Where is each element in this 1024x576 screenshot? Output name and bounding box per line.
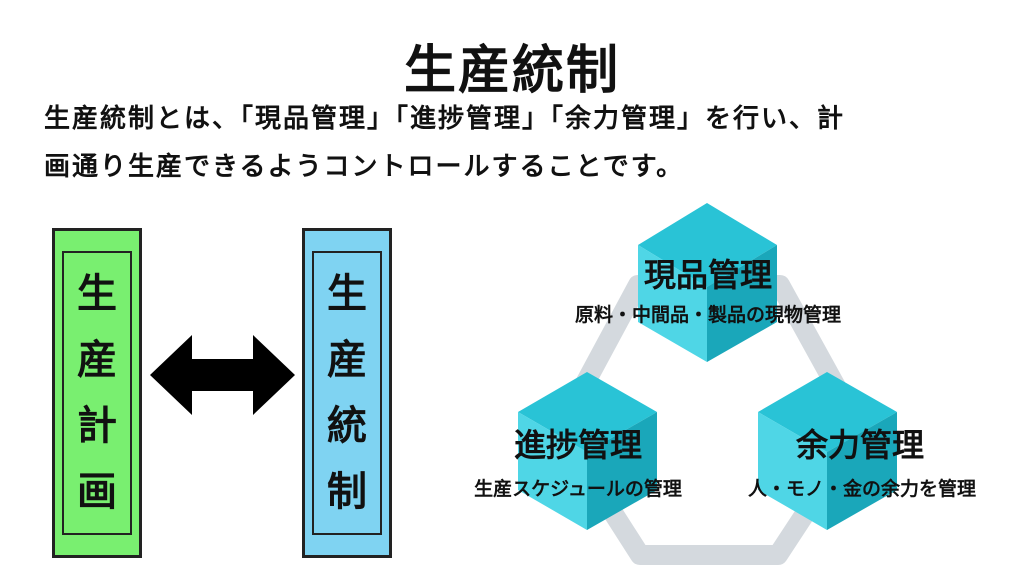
production-plan-box: 生 産 計 画 <box>52 228 142 558</box>
description-line-1: 生産統制とは、「現品管理」「進捗管理」「余力管理」を行い、計 <box>44 104 846 134</box>
double-arrow-icon <box>150 335 295 415</box>
cube-right-title: 余力管理 <box>795 426 924 464</box>
page-title: 生産統制 <box>403 41 620 101</box>
control-char: 統 <box>327 403 367 449</box>
plan-char: 計 <box>77 403 117 449</box>
plan-char: 生 <box>77 271 117 317</box>
cube-right-subtitle: 人・モノ・金の余力を管理 <box>747 478 976 500</box>
cube-left-subtitle: 生産スケジュールの管理 <box>474 478 682 500</box>
production-control-box: 生 産 統 制 <box>302 228 392 558</box>
cube-left <box>518 372 657 530</box>
cube-left-title: 進捗管理 <box>513 426 642 464</box>
cube-top-title: 現品管理 <box>643 256 772 294</box>
control-char: 産 <box>327 337 367 383</box>
control-char: 生 <box>327 271 367 317</box>
cube-top <box>638 203 777 362</box>
cube-top-subtitle: 原料・中間品・製品の現物管理 <box>574 304 841 326</box>
cube-right <box>758 372 897 530</box>
plan-char: 産 <box>77 337 117 383</box>
plan-char: 画 <box>77 469 117 515</box>
description-line-2: 画通り生産できるようコントロールすることです。 <box>44 152 685 182</box>
control-char: 制 <box>327 469 367 515</box>
